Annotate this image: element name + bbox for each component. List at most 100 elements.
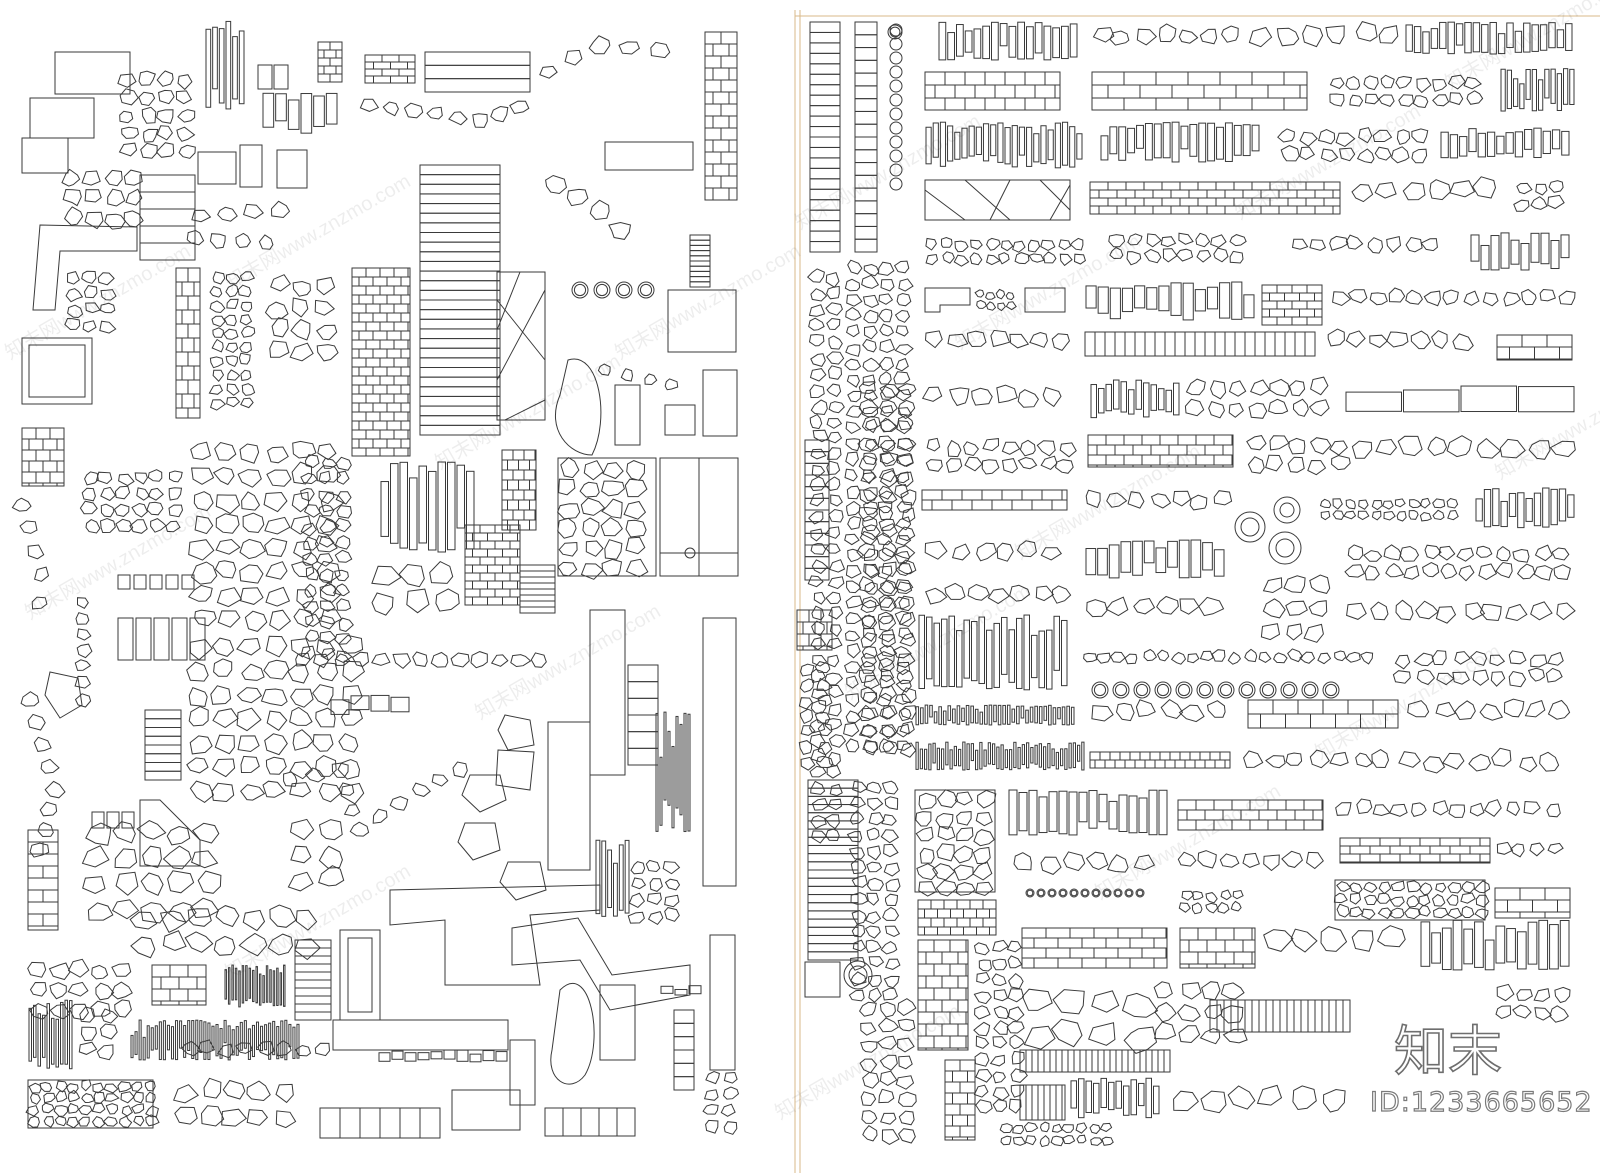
brick: [187, 379, 201, 395]
pebble-cluster: [627, 859, 681, 926]
plank: [1538, 919, 1549, 970]
round-stone: [889, 149, 903, 163]
brick: [720, 127, 738, 141]
stone: [1039, 1121, 1050, 1133]
stone: [1199, 28, 1218, 45]
plank: [809, 94, 841, 107]
stone: [816, 677, 833, 691]
plank: [294, 979, 332, 989]
brick: [329, 57, 343, 67]
flagstone-strip: [1173, 1084, 1346, 1114]
stone: [1372, 804, 1391, 817]
stone: [1447, 509, 1459, 521]
plank: [456, 464, 465, 529]
brick: [393, 339, 409, 350]
plank: [618, 844, 624, 911]
stone: [877, 261, 895, 276]
stone: [1435, 701, 1457, 718]
stone: [1432, 78, 1448, 92]
stone: [212, 708, 239, 729]
brick: [393, 393, 409, 404]
stone: [1219, 853, 1240, 868]
stone: [1222, 1028, 1248, 1044]
brick: [464, 548, 473, 558]
spiral-disc: [1273, 496, 1301, 524]
stone: [1248, 26, 1273, 48]
stone: [843, 722, 860, 737]
stone: [27, 961, 47, 978]
brick: [501, 469, 514, 481]
plank: [1016, 617, 1023, 689]
plank: [1517, 492, 1525, 529]
stone: [630, 861, 646, 875]
brick: [949, 939, 967, 953]
stone: [1143, 648, 1158, 662]
brick: [1306, 316, 1323, 326]
stone: [1024, 1135, 1037, 1146]
stone: [858, 669, 877, 684]
brick: [924, 71, 946, 86]
brick: [965, 1035, 969, 1049]
stone: [1420, 238, 1438, 252]
stone: [810, 699, 827, 714]
stone: [1178, 704, 1205, 723]
stone: [1429, 179, 1452, 201]
stone: [1006, 940, 1022, 953]
stone: [173, 1084, 199, 1104]
brick: [1045, 947, 1071, 959]
plank: [144, 744, 182, 755]
stone: [1394, 498, 1406, 508]
flagstone: [81, 1079, 92, 1092]
stone: [826, 383, 842, 398]
stone: [1452, 333, 1474, 352]
brick: [1293, 999, 1302, 1033]
brick: [1045, 927, 1071, 939]
plank: [1100, 1077, 1107, 1108]
stone: [999, 1123, 1013, 1134]
paver: [153, 617, 170, 661]
stone: [945, 458, 963, 473]
stone: [1551, 547, 1570, 561]
stone: [824, 814, 840, 830]
flagstone: [1418, 904, 1431, 917]
stone: [77, 597, 89, 609]
stone: [828, 798, 843, 811]
stone: [450, 652, 470, 668]
stone: [879, 675, 896, 689]
plank: [1069, 126, 1076, 168]
brick: [529, 499, 537, 511]
stone: [851, 910, 867, 925]
stone: [1371, 499, 1383, 511]
plank: [252, 969, 255, 1003]
stone: [1431, 650, 1447, 666]
stone: [1178, 1025, 1201, 1044]
brick: [364, 61, 374, 70]
flagstone-strip: [1263, 925, 1406, 953]
random-plank-strip: [918, 614, 1068, 691]
stone: [897, 1128, 916, 1144]
brick: [971, 499, 993, 511]
stone: [1449, 180, 1476, 198]
brick: [42, 841, 59, 855]
stone: [304, 583, 317, 598]
round-stone: [1124, 888, 1134, 898]
brick: [1286, 999, 1295, 1033]
stone: [1242, 852, 1260, 868]
stone-strip: [1291, 234, 1438, 254]
brick: [1067, 1049, 1075, 1073]
brick: [372, 276, 388, 287]
plank: [1483, 489, 1492, 528]
brick: [1479, 853, 1491, 863]
stone: [799, 708, 814, 725]
flagstone-strip: [1248, 21, 1399, 48]
brick: [1089, 751, 1101, 761]
winding-stone-path: [20, 691, 66, 858]
stone: [216, 1043, 234, 1059]
brick: [933, 1035, 951, 1049]
plank: [679, 723, 683, 816]
plank: [1004, 749, 1008, 769]
stone: [896, 292, 912, 307]
stone: [1013, 852, 1032, 871]
flagstone: [580, 497, 606, 516]
slab-stack: [627, 664, 659, 766]
